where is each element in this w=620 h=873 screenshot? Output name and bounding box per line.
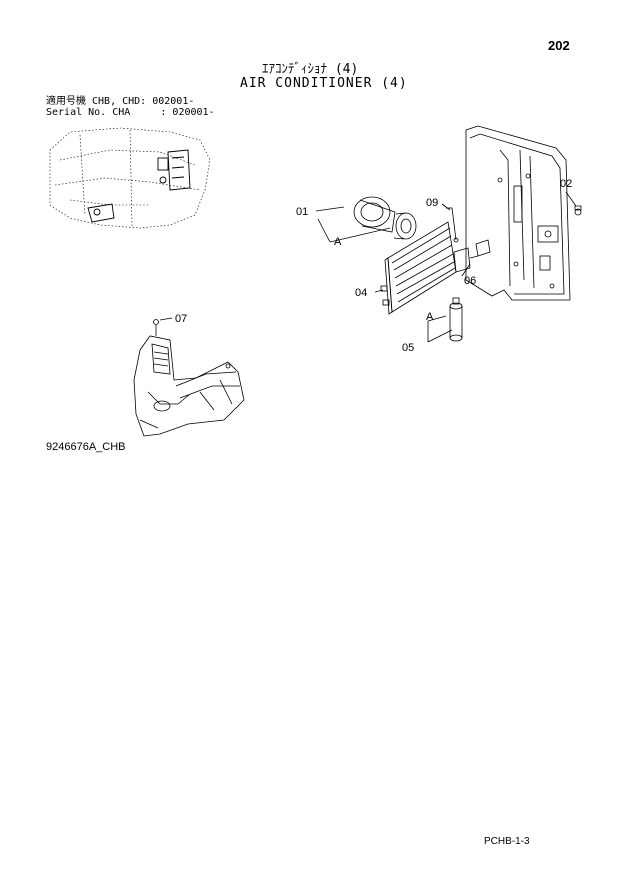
callout-04: 04: [355, 287, 367, 299]
overview-bracket-part: [87, 149, 191, 223]
side-panel-part: [465, 125, 571, 301]
ref-line-a1: [329, 227, 391, 243]
leader-05: [427, 329, 453, 343]
condenser-part: [380, 221, 457, 315]
leader-09: [441, 203, 451, 211]
leader-a2: [427, 315, 447, 322]
leader-a1: [317, 218, 331, 243]
callout-ref-a-1: A: [334, 236, 342, 248]
compressor-part: [353, 196, 417, 240]
serial-applicability-line-1: 適用号機 CHB, CHD: 002001-: [46, 96, 195, 107]
leader-02: [565, 191, 577, 207]
dryer-bracket-part: [453, 239, 491, 273]
callout-01: 01: [296, 206, 308, 218]
pipe-part: [446, 207, 459, 243]
footer-code: PCHB-1-3: [484, 836, 530, 847]
callout-02: 02: [560, 178, 572, 190]
leader-01: [315, 206, 345, 212]
figure-id: 9246676A_CHB: [46, 441, 126, 453]
callout-05: 05: [402, 342, 414, 354]
callout-06: 06: [464, 275, 476, 287]
callout-09: 09: [426, 197, 438, 209]
machine-overview-illustration: [49, 127, 211, 229]
callout-ref-a-2: A: [426, 311, 434, 323]
leader-04: [374, 289, 384, 293]
bolt-part-02: [574, 205, 582, 216]
page-title-japanese: ｴｱｺﾝﾃﾞｨｼｮﾅ (4): [262, 62, 359, 77]
callout-07: 07: [175, 313, 187, 325]
screw-part-07: [153, 319, 159, 336]
leader-07: [159, 317, 173, 321]
receiver-drier-part: [449, 297, 463, 342]
serial-applicability-line-2: Serial No. CHA : 020001-: [46, 107, 215, 118]
duct-assembly-part: [133, 335, 245, 437]
page-title: AIR CONDITIONER (4): [240, 76, 408, 91]
page-number: 202: [548, 38, 570, 53]
